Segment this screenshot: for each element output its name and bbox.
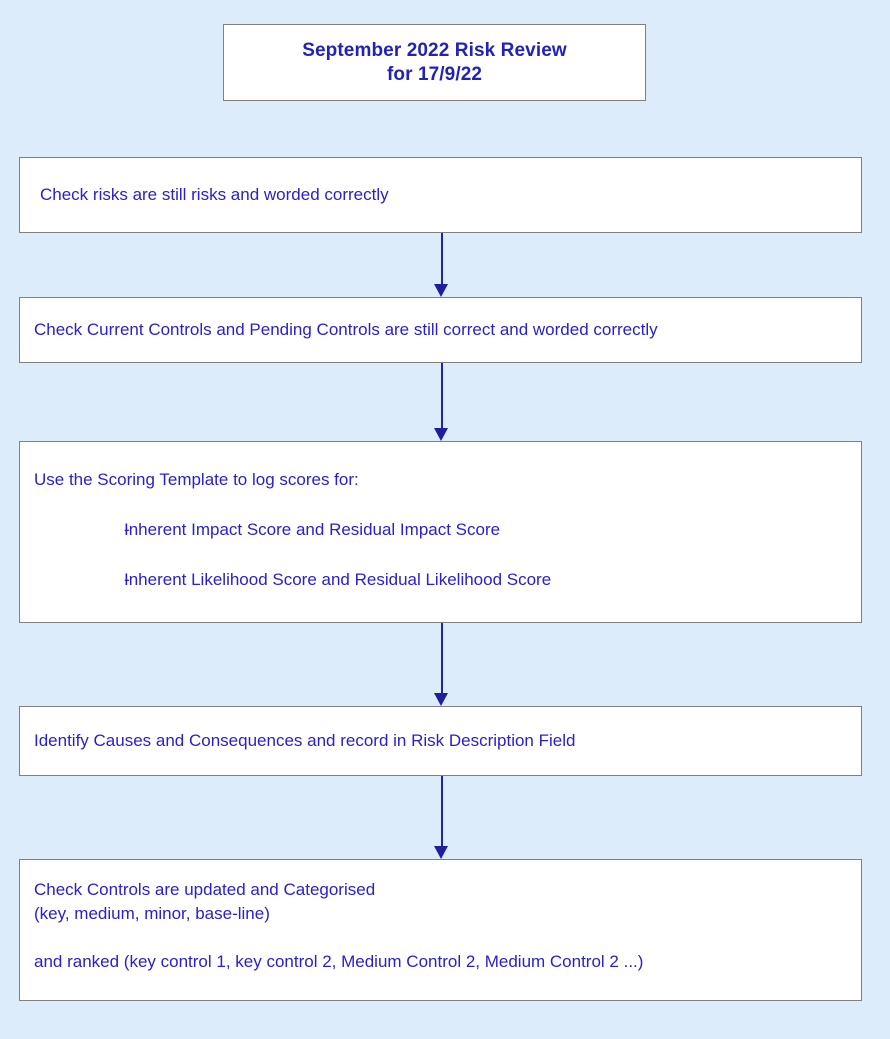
bullet-label-impact-scores: Inherent Impact Score and Residual Impac… [124, 520, 501, 539]
step-box-causes-consequences: Identify Causes and Consequences and rec… [19, 706, 862, 776]
bullet-item: - Inherent Likelihood Score and Residual… [20, 568, 861, 592]
step-label-controls-categorised-line2: (key, medium, minor, base-line) [34, 904, 270, 923]
step-box-check-risks: Check risks are still risks and worded c… [19, 157, 862, 233]
bullet-marker-icon: - [124, 520, 130, 539]
arrow-head [434, 846, 448, 859]
step-label-causes-consequences: Identify Causes and Consequences and rec… [34, 731, 576, 750]
arrow-shaft [441, 233, 443, 284]
arrow-down-icon-3 [434, 623, 449, 706]
bullet-marker-icon: - [124, 570, 130, 589]
arrow-shaft [441, 776, 443, 846]
arrow-head [434, 428, 448, 441]
arrow-head [434, 284, 448, 297]
title-line-2: for 17/9/22 [386, 63, 483, 85]
step-label-controls-categorised-line3: and ranked (key control 1, key control 2… [34, 952, 644, 971]
step-box-controls-categorised: Check Controls are updated and Categoris… [19, 859, 862, 1001]
arrow-down-icon-2 [434, 363, 449, 441]
arrow-down-icon-4 [434, 776, 449, 859]
arrow-head [434, 693, 448, 706]
bullet-label-likelihood-scores: Inherent Likelihood Score and Residual L… [124, 570, 552, 589]
step-label-controls-categorised-line1: Check Controls are updated and Categoris… [34, 880, 376, 899]
step-heading-scoring-template: Use the Scoring Template to log scores f… [34, 470, 359, 489]
arrow-down-icon-1 [434, 233, 449, 297]
step-box-check-controls-wording: Check Current Controls and Pending Contr… [19, 297, 862, 363]
arrow-shaft [441, 623, 443, 693]
step-label-check-risks: Check risks are still risks and worded c… [40, 185, 389, 204]
arrow-shaft [441, 363, 443, 428]
title-line-1: September 2022 Risk Review [302, 39, 567, 61]
flowchart-title-box: September 2022 Risk Review for 17/9/22 [223, 24, 646, 101]
bullet-item: - Inherent Impact Score and Residual Imp… [20, 518, 861, 542]
step-label-check-controls-wording: Check Current Controls and Pending Contr… [34, 320, 658, 339]
step-box-scoring-template: Use the Scoring Template to log scores f… [19, 441, 862, 623]
spacer [34, 926, 861, 950]
